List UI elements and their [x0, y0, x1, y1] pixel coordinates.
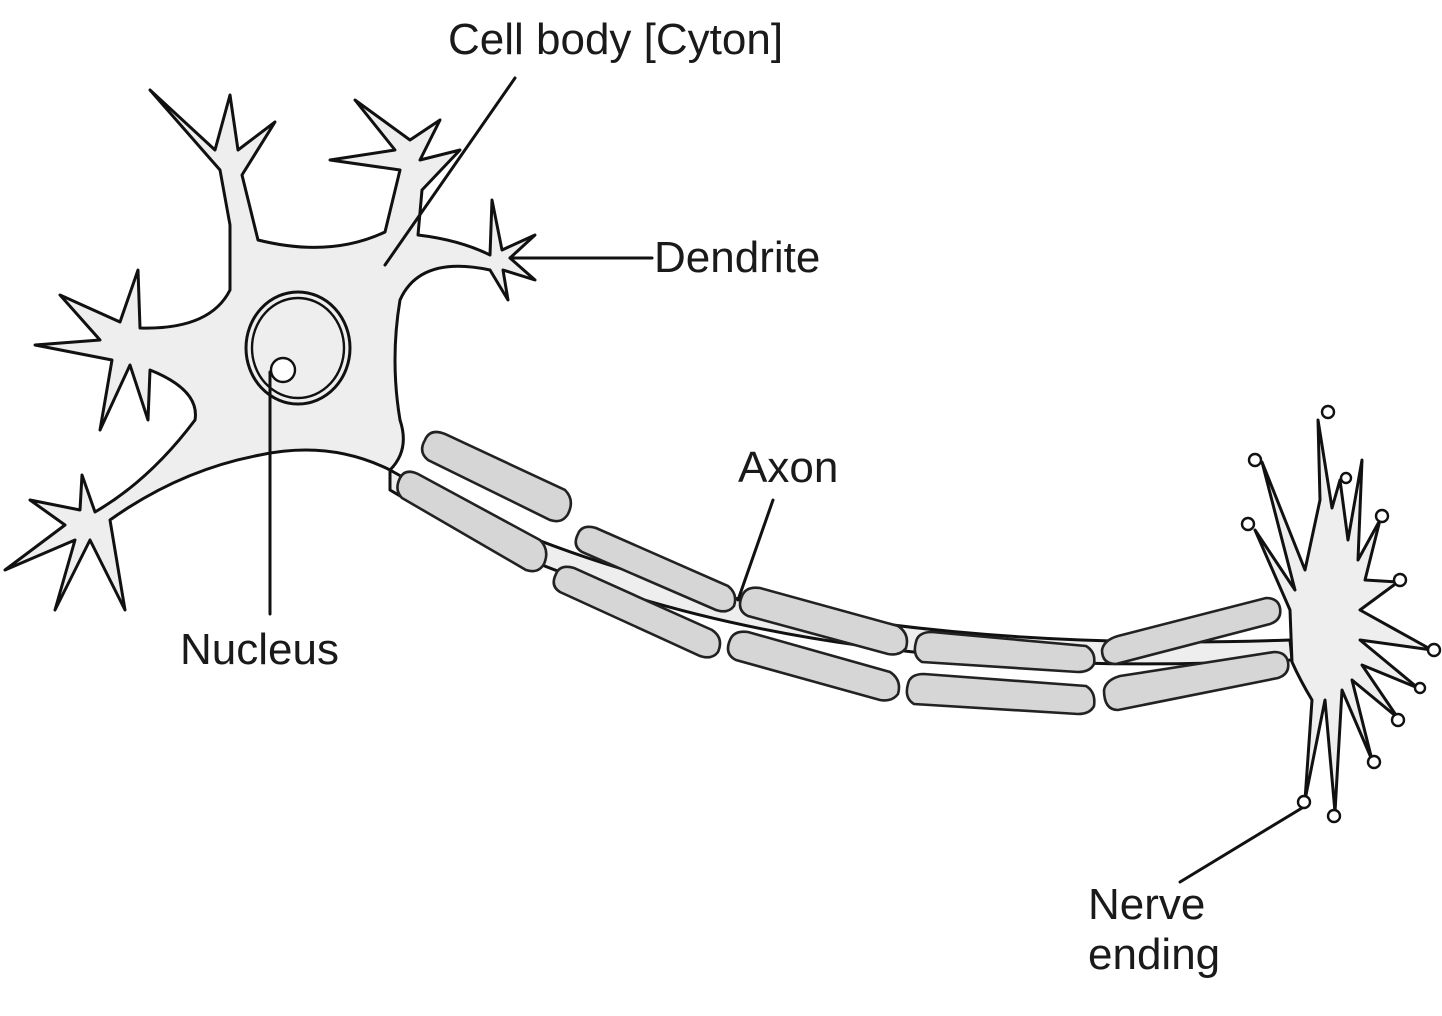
nerve-ending-label-line1: Nerve [1088, 880, 1206, 929]
myelin-sheath-lower [396, 470, 1290, 716]
nucleus [244, 290, 352, 406]
cell-body-label: Cell body [Cyton] [448, 15, 784, 64]
dendrite-label: Dendrite [654, 233, 821, 282]
leader-lines [268, 76, 1304, 884]
myelin-sheath-upper [420, 430, 1282, 674]
nerve-ending-label-line2: ending [1088, 930, 1221, 979]
cell-body-leader [383, 76, 517, 267]
axon-label: Axon [738, 443, 839, 492]
axon-leader [736, 498, 775, 602]
nerve-ending [1240, 404, 1442, 824]
nerve-ending-leader [1178, 806, 1304, 884]
nerve-ending-label: Nerve ending [1088, 880, 1220, 980]
nucleus-label: Nucleus [180, 625, 339, 674]
